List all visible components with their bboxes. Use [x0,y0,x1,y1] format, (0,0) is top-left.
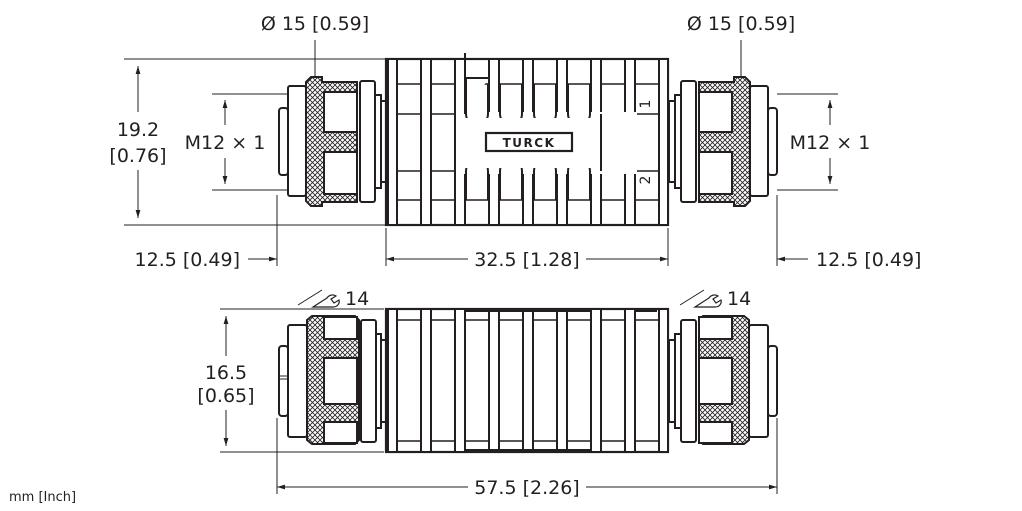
left-wrench-size: 14 [297,288,369,310]
right-thread-label: M12 × 1 [790,132,871,154]
port-1-label: 1 [638,100,654,109]
height-inch-label: [0.76] [109,145,166,167]
height-dimension-16-5: 16.5 [0.65] [197,316,255,446]
height-dimension-19-2: 19.2 [0.76] [109,66,167,218]
top-view: 19.2 [0.76] M12 × 1 M12 × 1 Ø 15 [0.59] … [109,13,921,271]
left-wrench-label: 14 [345,288,369,310]
left-connector-bottom [278,315,387,445]
overall-length-dimension: 57.5 [2.26] [276,418,778,499]
overall-length-label: 57.5 [2.26] [474,477,579,499]
left-thread-dimension: M12 × 1 [185,100,266,184]
left-diameter-label: Ø 15 [0.59] [261,13,369,35]
height-mm-label: 19.2 [117,119,159,141]
left-thread-label: M12 × 1 [185,132,266,154]
left-length-label: 12.5 [0.49] [135,249,240,271]
bottom-height-inch-label: [0.65] [197,385,254,407]
body-length-label: 32.5 [1.28] [474,249,579,271]
right-diameter-label: Ø 15 [0.59] [687,13,795,35]
brand-logo: TURCK [503,136,556,150]
port-2-label: 2 [638,176,654,185]
right-wrench-label: 14 [727,288,751,310]
right-thread-dimension: M12 × 1 [790,100,871,184]
wrench-icon [310,294,340,308]
units-note: mm [Inch] [9,490,76,505]
splitter-body-top: TURCK 1 2 [384,53,670,227]
right-wrench-size: 14 [679,288,751,310]
bottom-view: 16.5 [0.65] 14 14 [197,288,778,499]
right-length-label: 12.5 [0.49] [816,249,921,271]
right-connector-bottom [668,315,778,445]
wrench-icon [692,294,722,308]
splitter-body-bottom [384,307,670,454]
right-connector-top [668,76,778,207]
left-connector-top [278,76,387,207]
bottom-height-mm-label: 16.5 [205,362,247,384]
brand-plate [484,131,574,153]
length-dimensions-top: 12.5 [0.49] 32.5 [1.28] 12.5 [0.49] [135,195,921,271]
